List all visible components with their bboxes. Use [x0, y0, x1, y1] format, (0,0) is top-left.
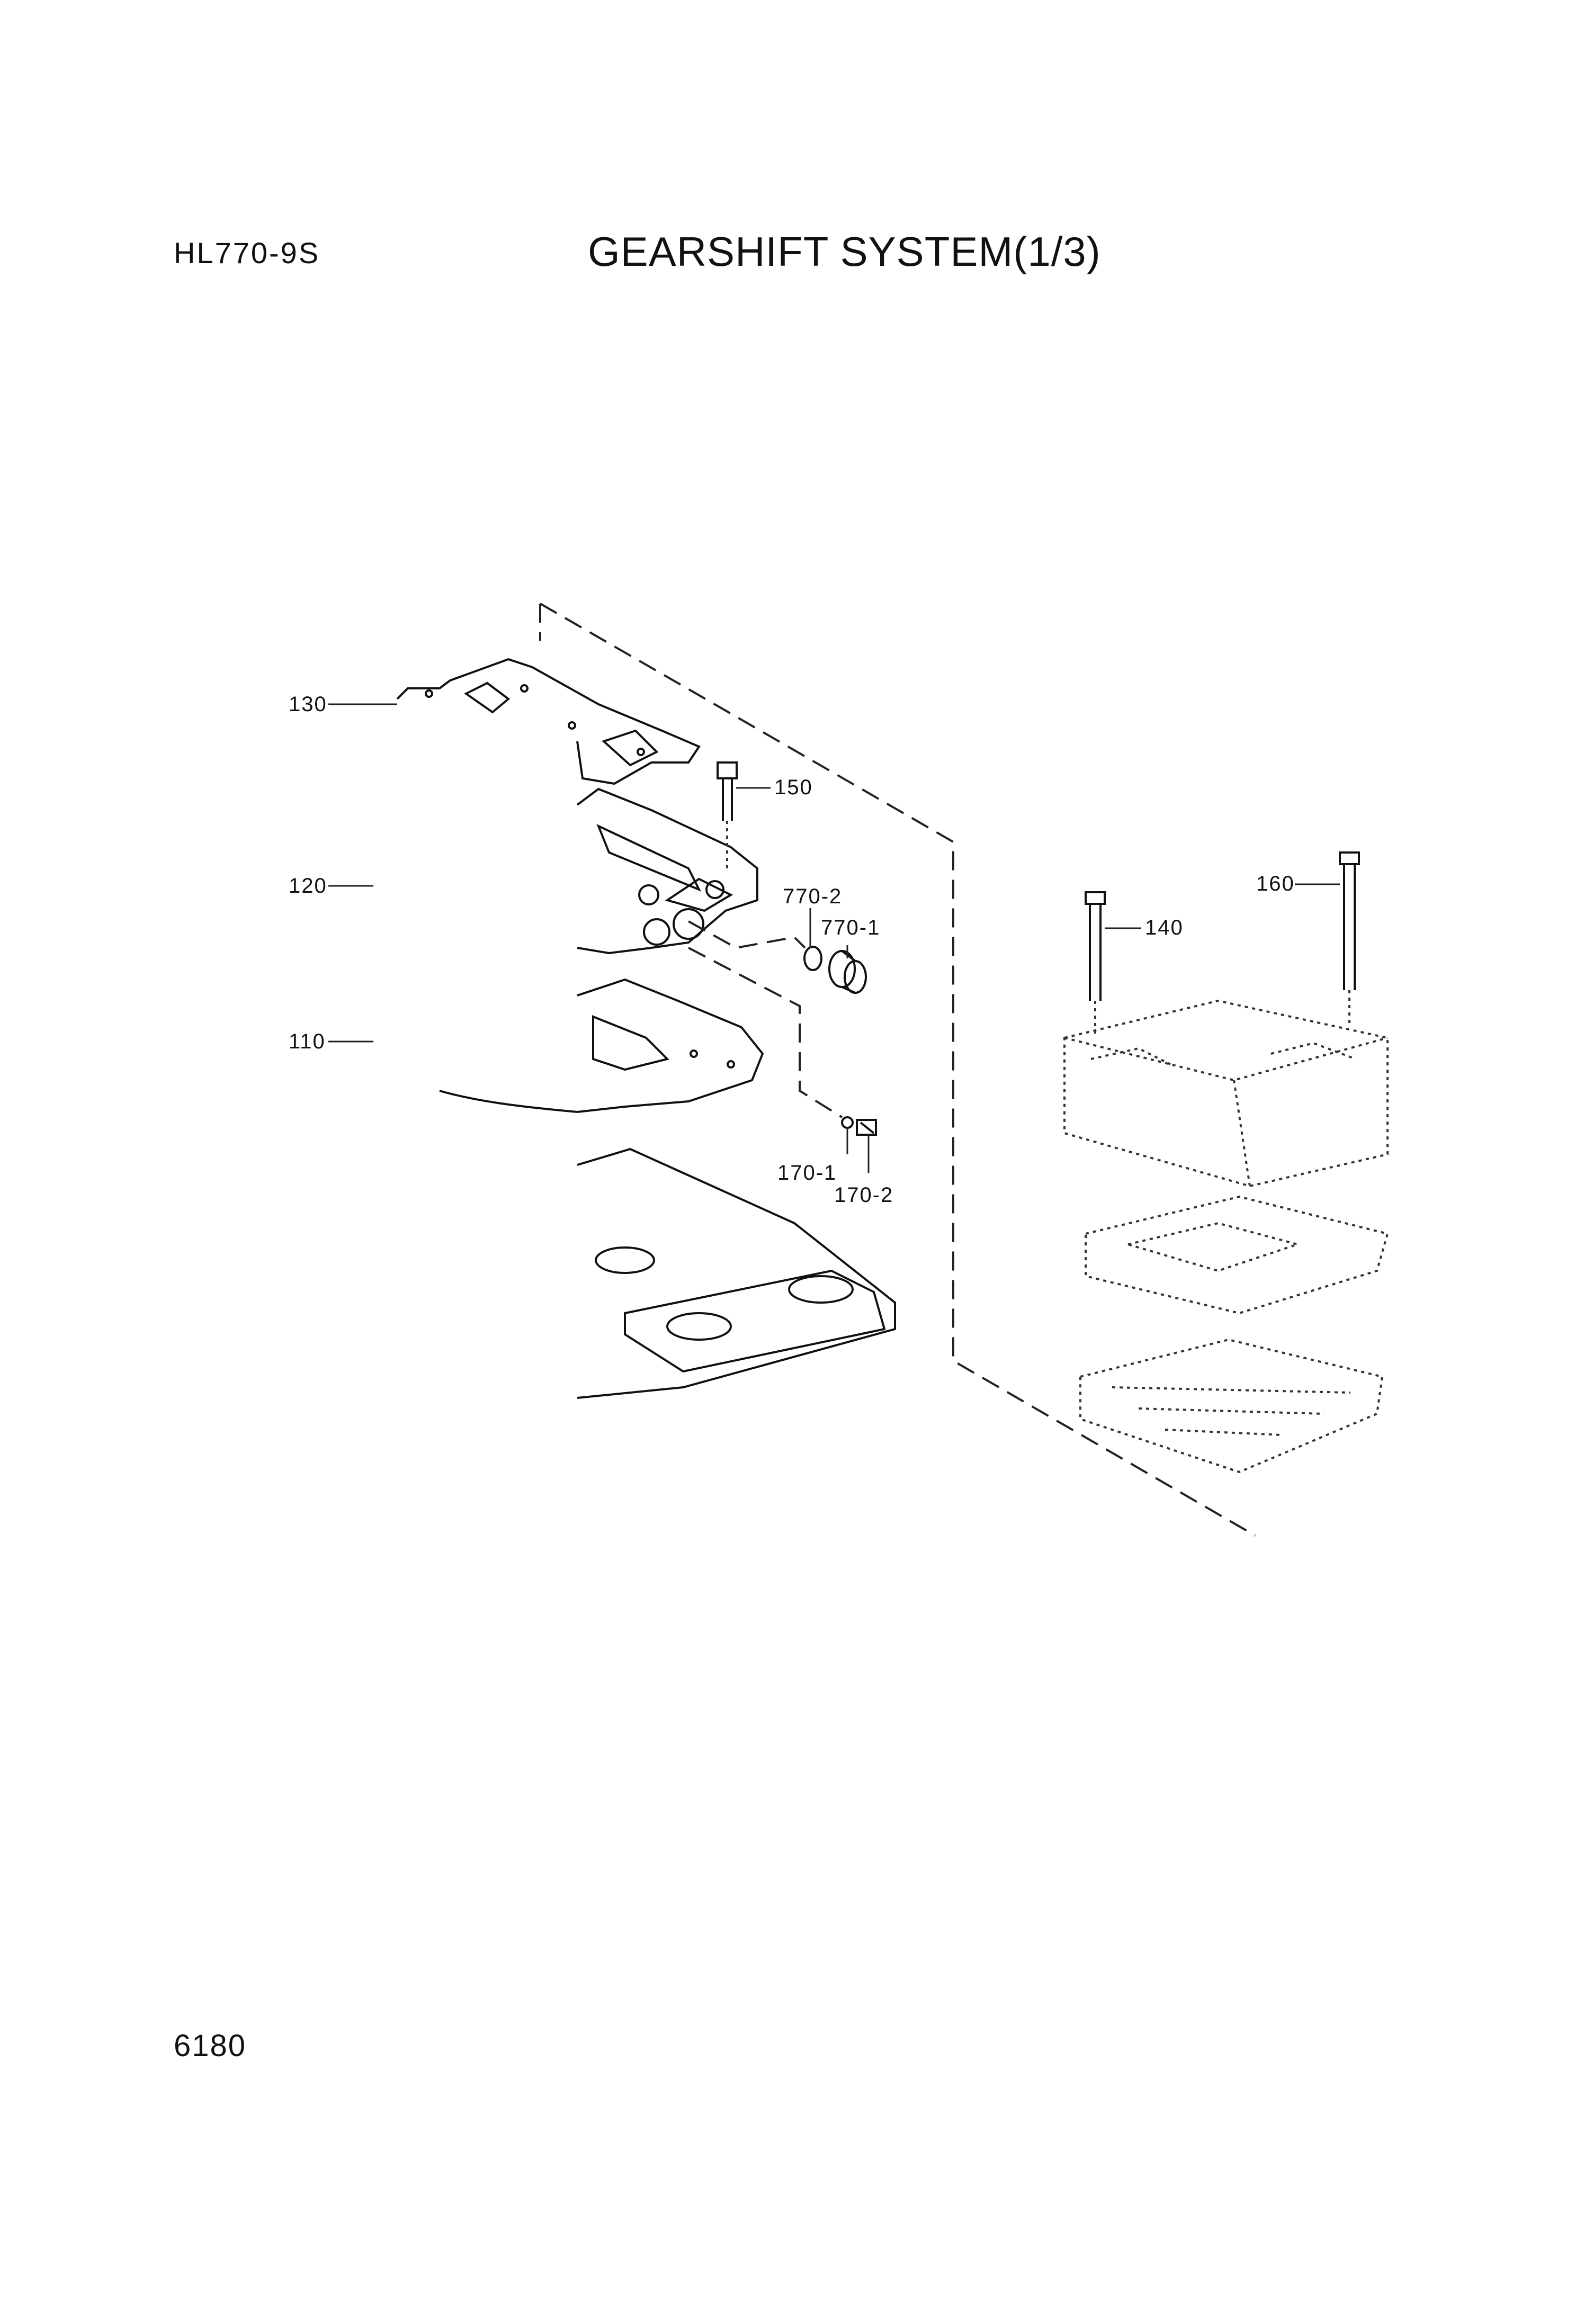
callout-110: 110: [289, 1030, 326, 1053]
callout-160: 160: [1256, 872, 1295, 895]
model-code: HL770-9S: [174, 236, 320, 270]
callout-770-1: 770-1: [821, 916, 880, 939]
bolt-150: [717, 761, 738, 868]
plug-770-1: [828, 950, 867, 994]
transmission-housing: [577, 1147, 896, 1399]
separator-plate-110: [439, 978, 764, 1113]
separator-plate-ghost: [1085, 1195, 1389, 1315]
valve-body-120: [576, 787, 758, 955]
callout-770-2: 770-2: [783, 885, 842, 908]
callout-170-2: 170-2: [834, 1183, 893, 1207]
guide-770: [688, 920, 806, 949]
callout-130: 130: [289, 693, 327, 716]
bolt-160: [1339, 851, 1360, 1027]
page-number: 6180: [174, 2029, 247, 2063]
callout-120: 120: [289, 874, 327, 898]
oring-170-1: [841, 1116, 854, 1129]
oring-770-2: [803, 946, 822, 971]
callout-150: 150: [774, 776, 813, 799]
callout-140: 140: [1145, 916, 1184, 939]
gasket-plate-ghost: [1079, 1338, 1384, 1474]
assembly-guide-line: [539, 603, 1256, 1537]
guide-170: [688, 947, 843, 1118]
callout-170-1: 170-1: [777, 1161, 837, 1185]
valve-block-assembly: [1063, 999, 1389, 1188]
gasket-plate-130: [396, 658, 701, 785]
plug-170-2: [856, 1119, 877, 1136]
page-title: GEARSHIFT SYSTEM(1/3): [588, 228, 1101, 275]
bolt-140: [1085, 891, 1106, 1038]
